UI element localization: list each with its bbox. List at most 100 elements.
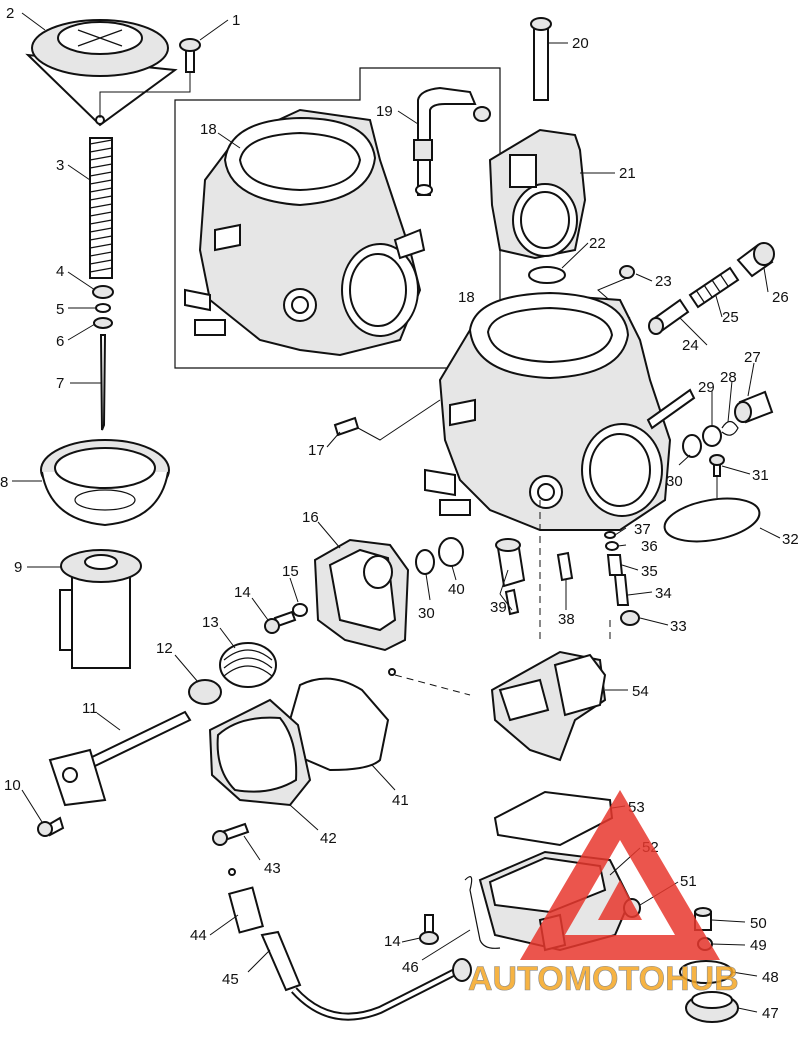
part-29-washer bbox=[702, 425, 722, 447]
callout-1: 1 bbox=[232, 12, 240, 29]
callout-37: 37 bbox=[634, 521, 651, 538]
part-45-cable bbox=[260, 930, 472, 1021]
part-16-cover bbox=[313, 538, 410, 676]
callout-43: 43 bbox=[264, 860, 281, 877]
callout-45: 45 bbox=[222, 971, 239, 988]
callout-11: 11 bbox=[82, 700, 98, 717]
part-30-seal bbox=[682, 434, 702, 458]
part-21-bracket bbox=[488, 128, 587, 260]
leader-lines bbox=[12, 12, 781, 1013]
watermark: AUTOMOTOHUB bbox=[468, 790, 739, 998]
part-42-float-cover bbox=[208, 698, 312, 807]
callout-39: 39 bbox=[490, 599, 507, 616]
watermark-triangle-icon bbox=[520, 790, 720, 960]
part-10-screw bbox=[37, 816, 65, 837]
part-22-o-ring bbox=[528, 266, 566, 284]
callout-35: 35 bbox=[641, 563, 658, 580]
callout-42: 42 bbox=[320, 830, 337, 847]
callout-16: 16 bbox=[302, 509, 319, 526]
callout-51: 51 bbox=[680, 873, 697, 890]
callout-49: 49 bbox=[750, 937, 767, 954]
callout-17: 17 bbox=[308, 442, 325, 459]
callout-54: 54 bbox=[632, 683, 649, 700]
callout-46: 46 bbox=[402, 959, 419, 976]
callout-3: 3 bbox=[56, 157, 64, 174]
callout-32: 32 bbox=[782, 531, 799, 548]
part-6-washer bbox=[93, 317, 113, 329]
watermark-inner-triangle-icon bbox=[598, 880, 642, 920]
part-14-screw-b bbox=[419, 914, 439, 945]
callout-36: 36 bbox=[641, 538, 658, 555]
watermark-brand: AUTOMOTOHUB bbox=[468, 960, 739, 998]
part-2-top-cap bbox=[25, 19, 178, 127]
callout-labels: 1 2 3 4 5 6 7 8 9 10 11 12 13 14 14 15 1… bbox=[0, 5, 799, 1022]
callout-40: 40 bbox=[448, 581, 465, 598]
callout-33: 33 bbox=[670, 618, 687, 635]
part-13-spring bbox=[219, 642, 277, 688]
part-8-diaphragm bbox=[40, 439, 170, 527]
callout-2: 2 bbox=[6, 5, 14, 22]
callout-6: 6 bbox=[56, 333, 64, 350]
callout-14a: 14 bbox=[234, 584, 251, 601]
part-28-clip bbox=[721, 420, 739, 436]
callout-10: 10 bbox=[4, 777, 21, 794]
part-5-clip bbox=[95, 303, 111, 313]
callout-8: 8 bbox=[0, 474, 8, 491]
part-11-throttle-shaft bbox=[48, 710, 192, 807]
part-36-washer bbox=[605, 541, 619, 551]
callout-34: 34 bbox=[655, 585, 672, 602]
part-47-drain-cap bbox=[685, 991, 739, 1023]
part-7-jet-needle bbox=[99, 334, 107, 431]
part-27-collar bbox=[734, 390, 774, 424]
part-46-wire bbox=[464, 876, 501, 949]
callout-26: 26 bbox=[772, 289, 789, 306]
part-33-cap bbox=[620, 610, 640, 626]
callout-20: 20 bbox=[572, 35, 589, 52]
part-3-spring bbox=[89, 137, 113, 279]
part-15-washer bbox=[292, 603, 308, 617]
callout-12: 12 bbox=[156, 640, 173, 657]
part-32-throttle-plate bbox=[663, 497, 761, 543]
callout-9: 9 bbox=[14, 559, 22, 576]
part-41-gasket bbox=[288, 677, 390, 772]
part-37-o-ring bbox=[604, 531, 616, 539]
callout-21: 21 bbox=[619, 165, 636, 182]
part-12-washer bbox=[188, 679, 222, 705]
part-44-spring bbox=[228, 868, 264, 934]
part-18-main-carburetor bbox=[424, 291, 672, 531]
callout-15: 15 bbox=[282, 563, 299, 580]
callout-25: 25 bbox=[722, 309, 739, 326]
part-35-spring bbox=[606, 554, 624, 576]
callout-4: 4 bbox=[56, 263, 64, 280]
part-39-jet-holder bbox=[495, 538, 526, 616]
part-40-o-ring bbox=[438, 537, 464, 567]
part-24-needle-screw bbox=[648, 298, 690, 335]
alignment-line-b bbox=[394, 674, 471, 696]
callout-19: 19 bbox=[376, 103, 393, 120]
part-14-screw-a bbox=[264, 610, 297, 634]
callout-5: 5 bbox=[56, 301, 64, 318]
part-1-screw bbox=[179, 38, 201, 73]
callout-24: 24 bbox=[682, 337, 699, 354]
callout-7: 7 bbox=[56, 375, 64, 392]
inset-frame bbox=[174, 67, 501, 369]
callout-30b: 30 bbox=[418, 605, 435, 622]
callout-27: 27 bbox=[744, 349, 761, 366]
callout-50: 50 bbox=[750, 915, 767, 932]
callout-44: 44 bbox=[190, 927, 207, 944]
callout-47: 47 bbox=[762, 1005, 779, 1022]
part-18-inset-carburetor bbox=[184, 108, 426, 357]
part-9-slide bbox=[59, 549, 142, 669]
part-31-screw bbox=[709, 454, 725, 477]
part-17-screw bbox=[333, 416, 360, 437]
part-4-retainer bbox=[92, 285, 114, 299]
callout-13: 13 bbox=[202, 614, 219, 631]
part-26-fitting bbox=[736, 242, 775, 278]
callout-38: 38 bbox=[558, 611, 575, 628]
callout-23: 23 bbox=[655, 273, 672, 290]
part-38-jet bbox=[556, 551, 574, 582]
part-25-spring bbox=[688, 266, 740, 309]
part-19-hose bbox=[413, 86, 491, 196]
callout-48: 48 bbox=[762, 969, 779, 986]
